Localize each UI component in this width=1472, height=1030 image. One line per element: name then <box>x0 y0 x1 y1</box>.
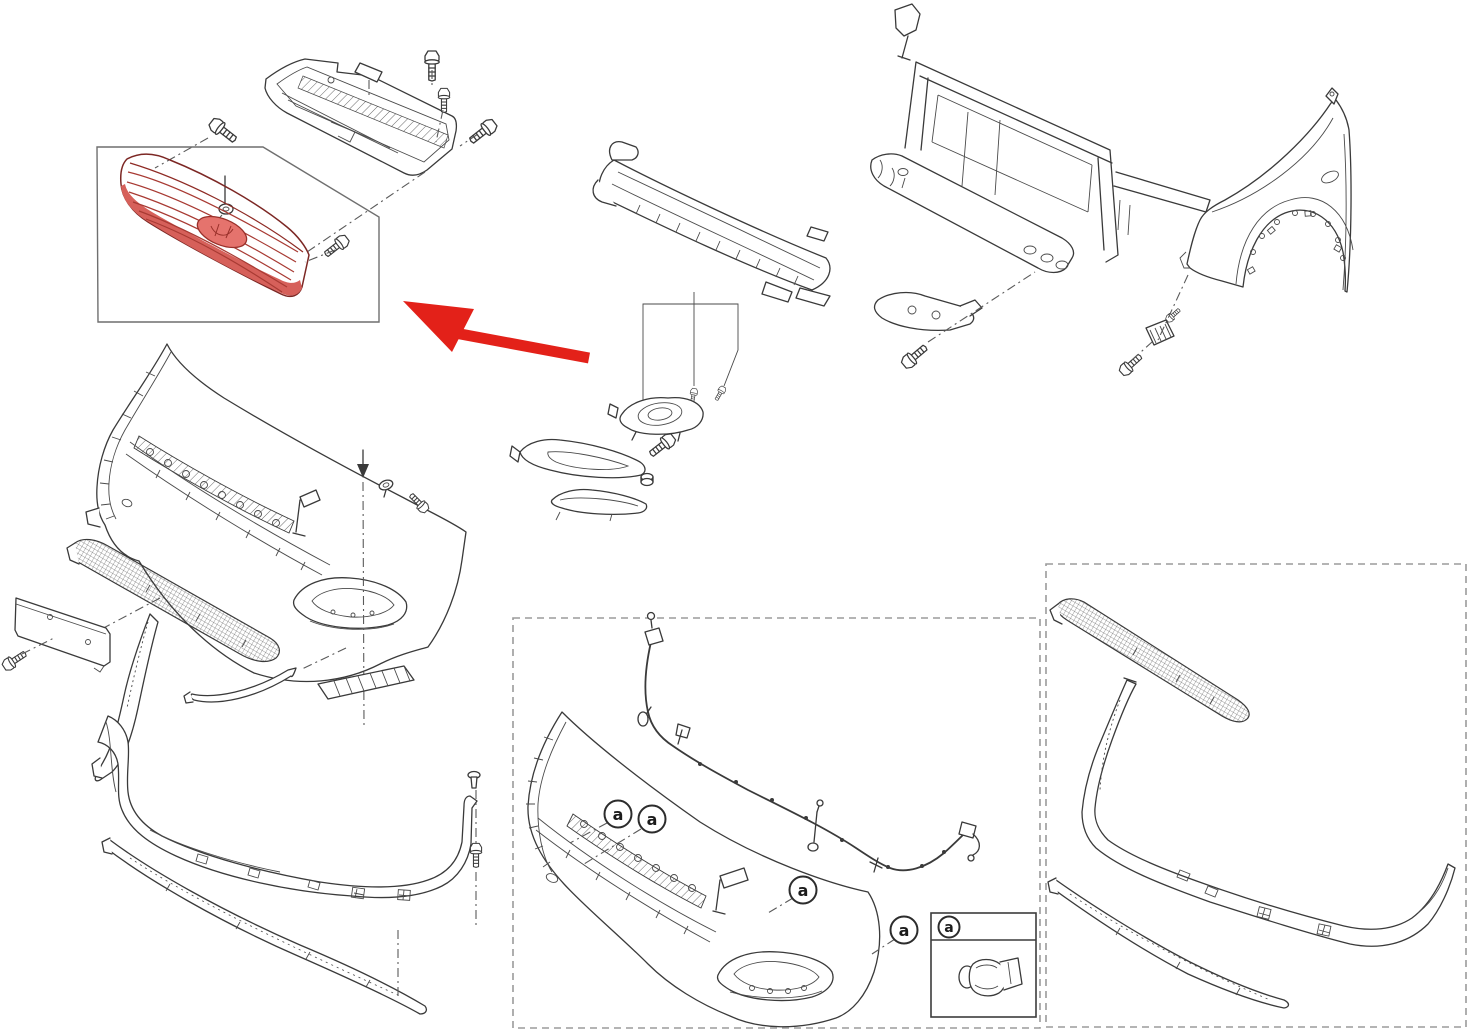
bumper-energy-absorber <box>592 141 831 307</box>
fasteners-lower-right <box>397 770 483 1000</box>
absorber-side-pad <box>806 226 829 242</box>
parking-sensor-icon <box>958 957 1023 997</box>
radiator-grille-highlighted <box>120 153 310 298</box>
fog-lamp-cover <box>550 488 648 516</box>
side-mounting-bracket <box>91 613 159 782</box>
lower-grille-mesh <box>66 538 280 663</box>
variant-bumper-lower-section <box>1081 677 1456 947</box>
callout-a-legend: a <box>937 915 961 939</box>
lower-parts-variant-box <box>1045 563 1467 1028</box>
svg-text:a: a <box>613 805 624 824</box>
down-arrow-marker <box>357 449 369 478</box>
callout-a-4: a <box>889 915 919 945</box>
grille-reinforcement-chain <box>133 435 295 534</box>
fog-lamp-nut <box>640 472 654 487</box>
bumper-lower-section <box>97 715 478 901</box>
radiator-support-panel <box>870 3 1211 274</box>
bumper-center-stay <box>292 489 321 537</box>
cover-tab <box>354 62 383 83</box>
bumper-clip <box>378 479 394 498</box>
callout-a-3: a <box>788 875 818 905</box>
grille-upper-shield-cover <box>264 58 458 176</box>
bumper-cover-with-sensor-holes <box>526 711 881 1028</box>
parking-sensor-wiring-harness <box>637 611 981 873</box>
svg-text:a: a <box>944 920 953 936</box>
bumper-reinforcement-beam <box>870 153 1075 274</box>
variant-lower-grille-mesh <box>1049 598 1250 723</box>
svg-text:a: a <box>798 881 809 900</box>
highlight-box <box>96 146 380 323</box>
fog-lamp-drl-assembly <box>509 292 739 522</box>
front-lip-spoiler <box>101 837 427 1015</box>
callout-a-2: a <box>637 804 667 834</box>
svg-text:a: a <box>899 921 910 940</box>
license-plate-bracket <box>0 597 111 673</box>
front-fender <box>1157 87 1354 341</box>
bumper-molding-strip <box>183 667 297 704</box>
variant-front-lip-spoiler <box>1047 877 1290 1009</box>
brand-emblem <box>196 215 248 249</box>
svg-text:a: a <box>647 810 658 829</box>
fog-lamp-unit <box>619 396 704 435</box>
fog-lamp-bezel-opening <box>292 577 408 630</box>
support-bracket-and-bolts <box>873 271 1183 379</box>
cover-mounting-bolts <box>154 50 500 263</box>
variant-with-parking-sensors-box: a a a a a <box>512 611 1041 1029</box>
parking-sensor-bracket <box>1145 306 1183 346</box>
drl-bezel <box>519 438 646 479</box>
red-highlight-arrow <box>403 301 591 364</box>
sensor-legend-inset: a <box>930 912 1037 1018</box>
fog-lamp-bracket <box>317 665 415 700</box>
callout-a-1: a <box>603 799 633 829</box>
